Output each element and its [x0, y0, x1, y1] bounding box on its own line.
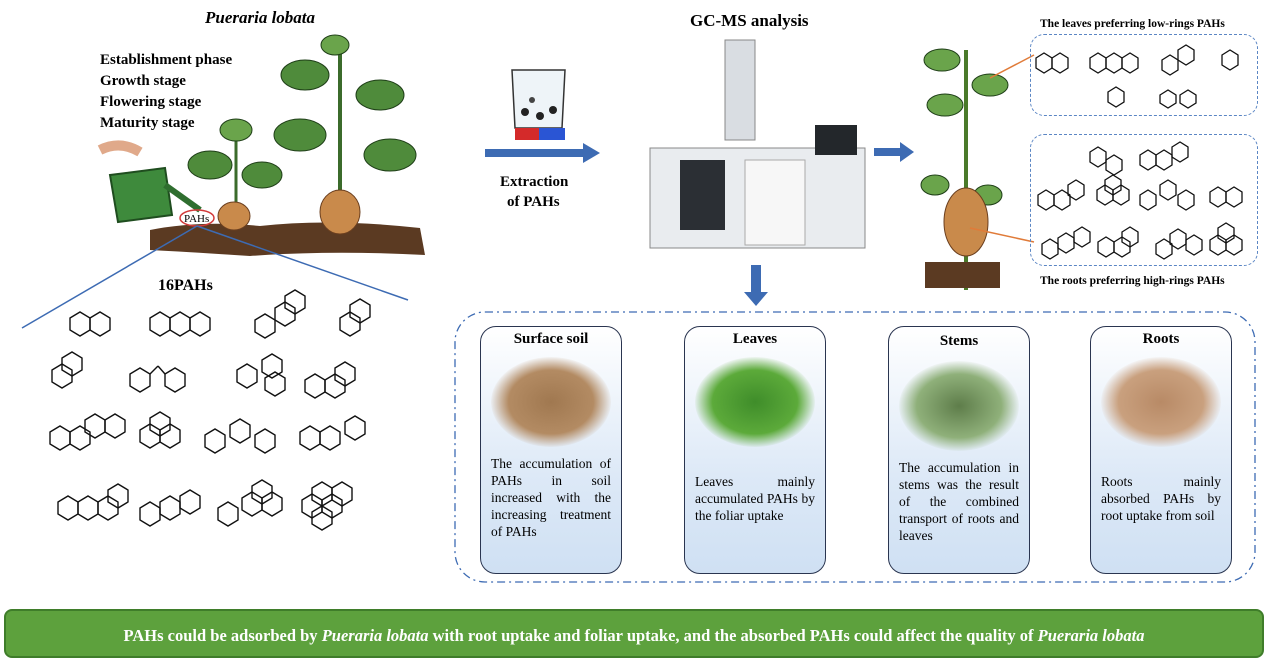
- card-surface-soil: Surface soil The accumulation of PAHs in…: [480, 326, 622, 574]
- stage-list: Establishment phase Growth stage Floweri…: [100, 50, 232, 134]
- conclusion-banner: PAHs could be adsorbed by Pueraria lobat…: [4, 609, 1264, 658]
- soil-photo: [491, 357, 611, 447]
- plant-title: Pueraria lobata: [205, 8, 316, 27]
- pah-structure-fluorene: [129, 365, 186, 393]
- watering-can-illustration: [97, 140, 202, 224]
- stage-growth: Growth stage: [100, 73, 186, 89]
- extraction-line1: Extraction: [500, 174, 569, 190]
- low-ring-pahs-structures: [1035, 44, 1239, 109]
- banner-text-1: PAHs could be adsorbed by: [123, 626, 322, 645]
- pah-structure-fluoranthene: [236, 353, 286, 397]
- pointer-leaves: [989, 54, 1035, 79]
- stage-flowering: Flowering stage: [100, 94, 202, 110]
- stage-maturity: Maturity stage: [100, 115, 195, 131]
- pah-structure-acenaphthylene: [51, 351, 83, 389]
- roots-pah-box: [1030, 134, 1258, 266]
- pah-structure-benzo-b-fluoranthene: [204, 418, 276, 454]
- pah-structures-grid: [49, 289, 371, 531]
- card-title: Stems: [939, 333, 979, 349]
- pah-structure-acenaphthene: [339, 298, 371, 337]
- card-text: The accumulation in stems was the result…: [899, 460, 1019, 543]
- card-stems: Stems The accumulation in stems was the …: [888, 326, 1030, 574]
- arrow-down-to-results: [744, 265, 768, 306]
- zoom-line-right: [196, 225, 409, 301]
- gcms-title: GC-MS analysis: [690, 11, 809, 30]
- roots-photo: [1101, 357, 1221, 447]
- card-title: Leaves: [732, 331, 778, 347]
- card-title: Surface soil: [513, 331, 589, 347]
- roots-box-label: The roots preferring high-rings PAHs: [1040, 275, 1225, 287]
- stems-photo: [899, 361, 1019, 451]
- card-title: Roots: [1142, 331, 1180, 347]
- card-text: Roots mainly absorbed PAHs by root uptak…: [1101, 474, 1221, 523]
- zoom-line-left: [21, 225, 198, 329]
- beaker-illustration: [511, 69, 566, 140]
- banner-italic-2: Pueraria lobata: [1037, 626, 1145, 645]
- pah-structure-benzo-ghi-perylene: [301, 481, 353, 531]
- large-plant-illustration: [273, 34, 417, 235]
- arrow-to-gcms: [485, 143, 600, 163]
- extraction-line2: of PAHs: [507, 194, 560, 210]
- pah-structure-anthracene: [149, 311, 211, 337]
- pah-structure-indeno-pyrene: [217, 479, 283, 527]
- card-text: The accumulation of PAHs in soil increas…: [491, 456, 611, 539]
- pah-structure-naphthalene: [69, 311, 111, 337]
- pah-structure-phenanthrene: [254, 289, 306, 339]
- pah-structure-benzo-a-anthracene: [304, 361, 356, 399]
- pah-list-title: 16PAHs: [158, 277, 213, 294]
- banner-italic-1: Pueraria lobata: [321, 626, 429, 645]
- pointer-roots: [969, 227, 1035, 243]
- leaves-box-label: The leaves preferring low-rings PAHs: [1040, 18, 1225, 30]
- pah-structure-pyrene: [139, 411, 181, 449]
- pahs-label: PAHs: [184, 213, 209, 225]
- pah-structure-benzo-a-pyrene: [57, 483, 129, 521]
- card-leaves: Leaves Leaves mainly accumulated PAHs by…: [684, 326, 826, 574]
- gcms-instrument-illustration: [649, 39, 866, 249]
- card-roots: Roots Roots mainly absorbed PAHs by root…: [1090, 326, 1232, 574]
- pah-structure-benzo-k-fluoranthene: [299, 415, 366, 451]
- stage-establishment: Establishment phase: [100, 52, 233, 68]
- small-plant-illustration: [187, 118, 283, 231]
- pah-structure-dibenz-a-h-anthracene: [139, 489, 201, 527]
- right-plant-illustration: [920, 48, 1009, 290]
- pah-structure-chrysene: [49, 413, 126, 451]
- leaves-photo: [695, 357, 815, 447]
- banner-text-2: with root uptake and foliar uptake, and …: [428, 626, 1038, 645]
- arrow-to-plant: [874, 142, 914, 162]
- leaves-pah-box: [1030, 34, 1258, 116]
- high-ring-pahs-structures: [1037, 141, 1243, 260]
- soil-illustration: [150, 222, 425, 256]
- card-text: Leaves mainly accumulated PAHs by the fo…: [695, 474, 815, 523]
